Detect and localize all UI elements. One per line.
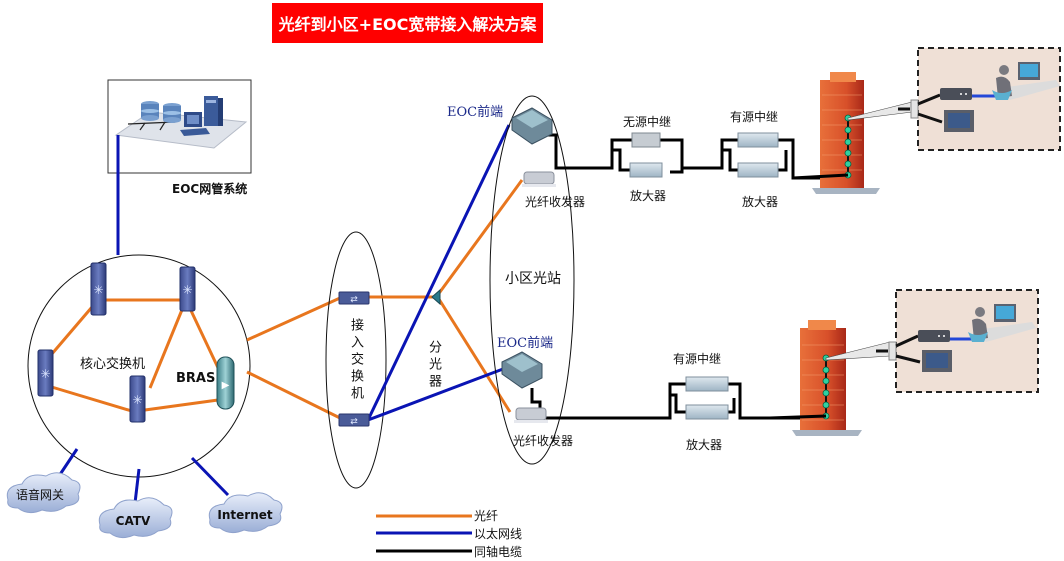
access-ethernet-links: [366, 124, 511, 422]
workstation-icon: [180, 112, 210, 136]
passive-repeater-icon: [631, 132, 661, 148]
amplifier-icon: [737, 162, 779, 178]
terminal-splitter-icon: [888, 341, 897, 361]
modem-icon: [918, 330, 950, 342]
cloud-label-voice-gateway: 语音网关: [16, 487, 64, 502]
diagram-title: 光纤到小区+EOC宽带接入解决方案: [278, 15, 537, 34]
amplifier-label-bottom: 放大器: [686, 438, 723, 452]
coax-top-branch: [544, 133, 820, 180]
management-label: EOC网管系统: [172, 181, 247, 196]
core-switch-icon: ✳: [90, 262, 107, 316]
svg-text:✳: ✳: [93, 283, 103, 297]
user-computer-icon: [992, 62, 1060, 100]
cloud-label-internet: Internet: [217, 508, 272, 522]
eoc-headend-label-top: EOC前端: [447, 105, 504, 120]
eoc-headend-icon: [501, 351, 543, 389]
coax-building-link: [769, 414, 827, 420]
transceiver-label-top: 光纤收发器: [525, 195, 586, 209]
cloud-voice-gateway: [6, 472, 81, 514]
svg-text:⇄: ⇄: [350, 295, 358, 305]
tv-icon: [922, 350, 952, 372]
active-repeater-icon: [685, 376, 729, 392]
eoc-headend-label-bottom: EOC前端: [497, 336, 554, 351]
amplifier-label-top-2: 放大器: [742, 195, 779, 209]
active-repeater-label-top: 有源中继: [730, 110, 779, 124]
active-repeater-label-bottom: 有源中继: [673, 352, 722, 366]
home-user-area-bottom: [876, 289, 1039, 393]
amplifier-icon: [685, 404, 729, 420]
access-switch-icon: ⇄: [338, 413, 370, 427]
building-top: [812, 72, 913, 194]
title-banner: 光纤到小区+EOC宽带接入解决方案: [272, 3, 543, 43]
home-user-area-top: [898, 47, 1061, 151]
coax-bottom-branch: [530, 382, 805, 420]
cloud-ethernet-links: [57, 448, 230, 504]
access-switch-ellipse: [325, 231, 387, 489]
access-switch-label: 接入交换机: [348, 318, 363, 403]
svg-text:✳: ✳: [182, 283, 192, 297]
active-repeater-icon: [737, 132, 779, 148]
access-switch-icon: ⇄: [338, 291, 370, 305]
core-switch-label: 核心交换机: [80, 356, 145, 372]
fiber-transceiver-icon: [514, 407, 548, 423]
legend-label-fiber: 光纤: [474, 509, 498, 523]
terminal-splitter-icon: [910, 99, 919, 119]
splitter-label: 分光器: [426, 340, 441, 391]
eoc-management-system: [107, 79, 252, 174]
amplifier-label-top-1: 放大器: [630, 189, 667, 203]
station-label: 小区光站: [505, 271, 561, 287]
legend-label-coax: 同轴电缆: [474, 544, 522, 559]
community-station-ellipse: [489, 95, 575, 465]
core-fiber-links: [43, 296, 341, 420]
eoc-headend-icon: [511, 107, 553, 145]
user-computer-icon: [968, 304, 1036, 342]
access-fiber-links: [368, 179, 524, 413]
coax-building-link: [792, 173, 849, 180]
svg-text:▶: ▶: [222, 380, 230, 391]
fiber-transceiver-icon: [522, 171, 556, 187]
tv-icon: [944, 110, 974, 132]
building-bottom: [792, 320, 891, 436]
core-switch-icon: ✳: [37, 349, 54, 397]
svg-text:⇄: ⇄: [350, 417, 358, 427]
core-switch-icon: ✳: [179, 266, 196, 312]
splitter-icon: [431, 288, 441, 306]
legend: 光纤 以太网线 同轴电缆: [376, 509, 522, 559]
database-icon: [163, 103, 181, 123]
cloud-catv: [98, 497, 173, 539]
transceiver-label-bottom: 光纤收发器: [513, 434, 574, 448]
passive-repeater-label: 无源中继: [623, 115, 672, 129]
bras-label: BRAS: [176, 371, 215, 386]
cloud-label-catv: CATV: [116, 514, 151, 528]
database-icon: [141, 101, 159, 121]
modem-icon: [940, 88, 972, 100]
amplifier-icon: [629, 162, 663, 178]
bras-router-icon: ▶: [216, 356, 235, 410]
cloud-internet: [208, 492, 283, 534]
server-tower-icon: [204, 96, 223, 126]
core-switch-icon: ✳: [129, 375, 146, 423]
legend-label-ethernet: 以太网线: [474, 526, 522, 541]
svg-text:✳: ✳: [40, 367, 50, 381]
svg-text:✳: ✳: [132, 393, 142, 407]
